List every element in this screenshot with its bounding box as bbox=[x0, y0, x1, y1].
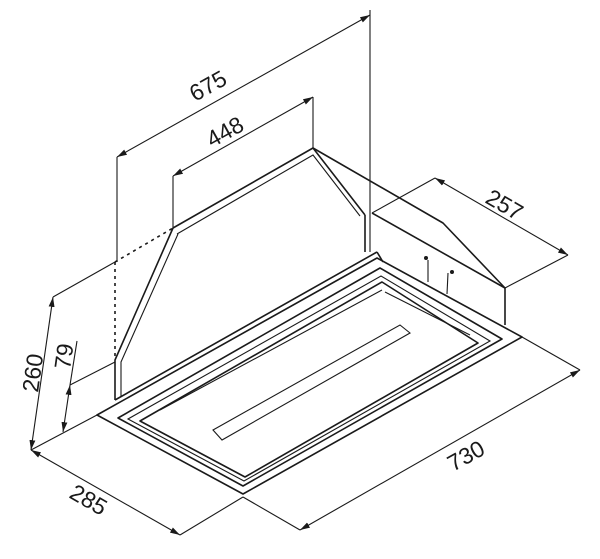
dim-label-285: 285 bbox=[66, 479, 112, 521]
flange bbox=[96, 257, 523, 495]
dim-label-79: 79 bbox=[49, 342, 78, 371]
dim-label-448: 448 bbox=[202, 111, 248, 152]
dim-label-260: 260 bbox=[17, 352, 48, 394]
dim-label-675: 675 bbox=[185, 65, 231, 106]
dim-label-730: 730 bbox=[443, 435, 489, 476]
hood-body bbox=[114, 147, 378, 401]
dim-label-257: 257 bbox=[482, 184, 528, 226]
dimension-lines bbox=[29, 10, 581, 536]
light-slot bbox=[212, 324, 411, 441]
